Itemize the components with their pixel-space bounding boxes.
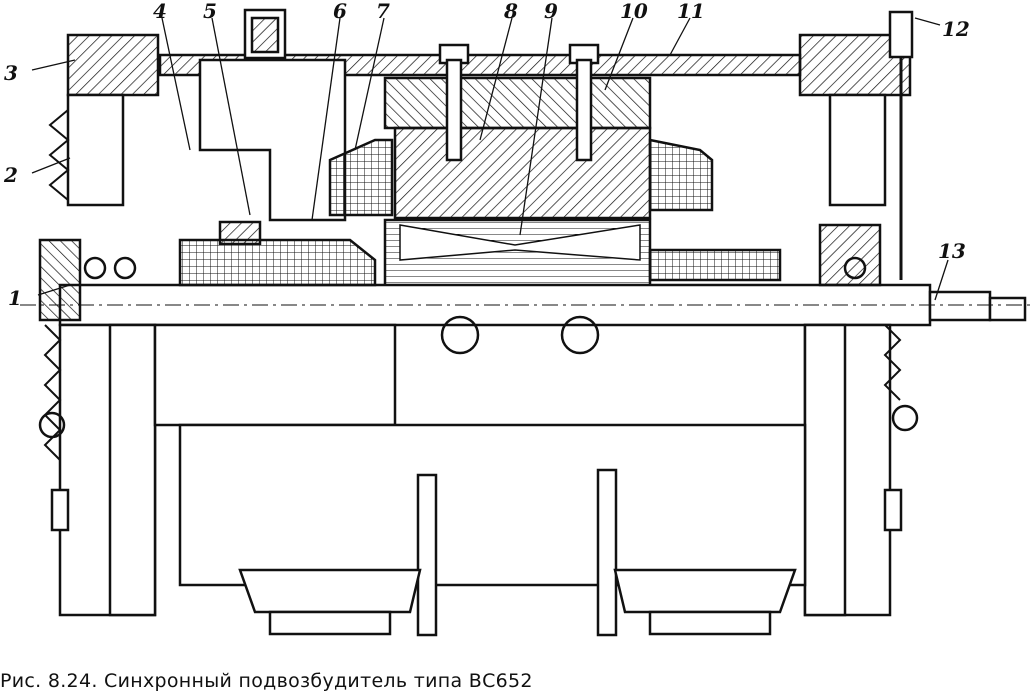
figure-caption: Рис. 8.24. Синхронный подвозбудитель тип… <box>0 670 533 692</box>
callout-2: 2 <box>3 163 18 187</box>
callout-11: 11 <box>677 0 705 23</box>
callout-6: 6 <box>333 0 347 23</box>
callout-1: 1 <box>8 286 22 310</box>
callout-4: 4 <box>153 0 167 23</box>
cross-section-drawing: 1 2 3 4 5 6 7 8 9 10 11 12 13 <box>3 0 1030 637</box>
callout-10: 10 <box>620 0 648 23</box>
callout-12: 12 <box>942 17 970 41</box>
callout-5: 5 <box>203 0 217 23</box>
leader-lines <box>31 17 949 301</box>
callout-9: 9 <box>544 0 558 23</box>
callout-8: 8 <box>503 0 518 23</box>
callout-13: 13 <box>938 239 966 263</box>
callout-7: 7 <box>376 0 390 23</box>
callout-3: 3 <box>4 61 18 85</box>
